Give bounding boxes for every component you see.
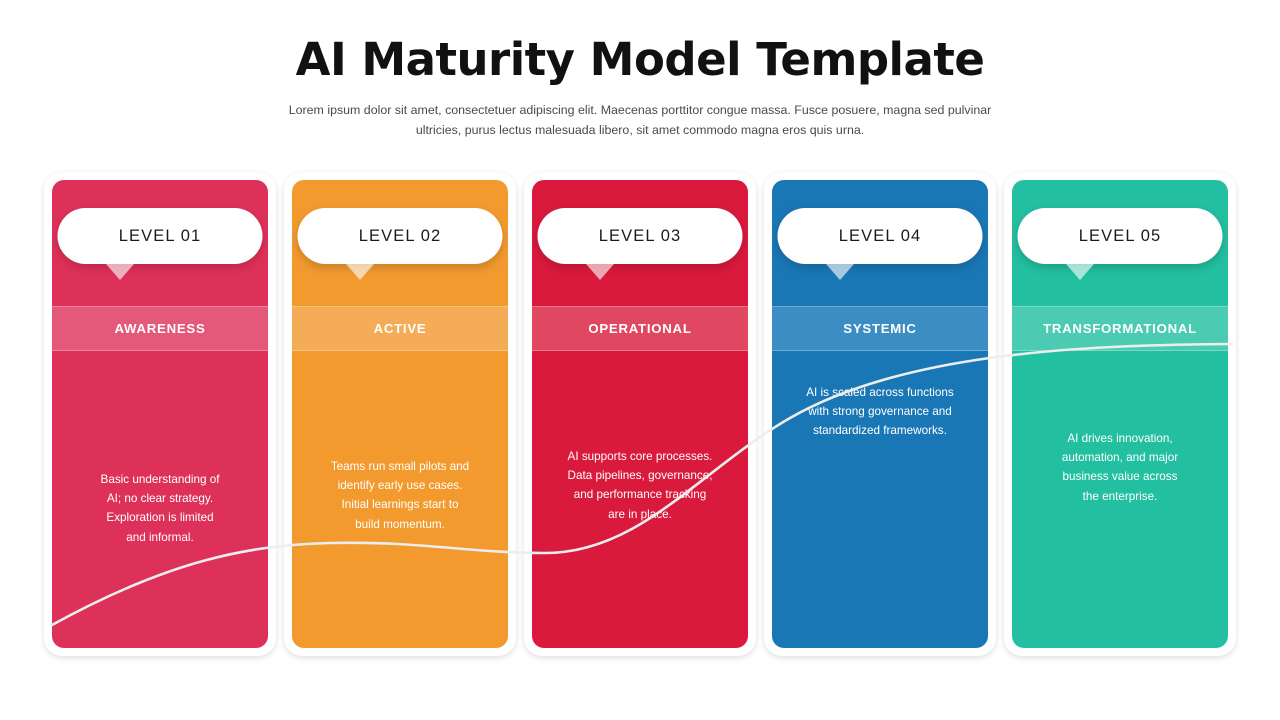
card-body: LEVEL 04 SYSTEMIC AI is scaled across func…	[772, 180, 988, 648]
card-top-zone: LEVEL 02	[292, 180, 508, 306]
level-pill-label: LEVEL 02	[358, 226, 442, 245]
card-top-zone: LEVEL 01	[52, 180, 268, 306]
level-pill-label: LEVEL 03	[598, 226, 682, 245]
card-body: LEVEL 05 TRANSFORMATIONAL AI drives innova…	[1012, 180, 1228, 648]
card-description-zone: AI is scaled across functions with stron…	[772, 351, 988, 648]
card-top-zone: LEVEL 05	[1012, 180, 1228, 306]
pill-pointer-icon	[826, 264, 854, 280]
maturity-card-1[interactable]: LEVEL 01 AWARENESS Basic understanding of …	[44, 172, 276, 656]
page-subtitle: Lorem ipsum dolor sit amet, consectetuer…	[288, 102, 992, 137]
stage-name-label: OPERATIONAL	[588, 321, 692, 336]
level-pill-label: LEVEL 04	[838, 226, 922, 245]
stage-name-band: TRANSFORMATIONAL	[1012, 306, 1228, 351]
card-description: AI is scaled across functions with stron…	[806, 386, 954, 438]
maturity-card-5[interactable]: LEVEL 05 TRANSFORMATIONAL AI drives innova…	[1004, 172, 1236, 656]
card-description-zone: AI supports core processes. Data pipelin…	[532, 351, 748, 648]
card-top-zone: LEVEL 04	[772, 180, 988, 306]
card-body: LEVEL 02 ACTIVE Teams run small pilots and…	[292, 180, 508, 648]
card-top-zone: LEVEL 03	[532, 180, 748, 306]
stage-name-band: ACTIVE	[292, 306, 508, 351]
stage-name-label: ACTIVE	[373, 321, 427, 336]
card-description-zone: Teams run small pilots and identify earl…	[292, 351, 508, 648]
level-pill[interactable]: LEVEL 05	[1017, 208, 1223, 264]
card-description: Basic understanding of AI; no clear stra…	[100, 473, 220, 544]
level-pill[interactable]: LEVEL 01	[57, 208, 263, 264]
level-pill[interactable]: LEVEL 03	[537, 208, 743, 264]
stage-name-label: AWARENESS	[114, 321, 206, 336]
stage-name-band: AWARENESS	[52, 306, 268, 351]
level-pill[interactable]: LEVEL 04	[777, 208, 983, 264]
pill-pointer-icon	[106, 264, 134, 280]
maturity-card-3[interactable]: LEVEL 03 OPERATIONAL AI supports core proc…	[524, 172, 756, 656]
stage-name-label: TRANSFORMATIONAL	[1043, 321, 1197, 336]
stage-name-label: SYSTEMIC	[843, 321, 917, 336]
pill-pointer-icon	[346, 264, 374, 280]
page-title: AI Maturity Model Template	[295, 33, 985, 86]
maturity-card-2[interactable]: LEVEL 02 ACTIVE Teams run small pilots and…	[284, 172, 516, 656]
pill-pointer-icon	[1066, 264, 1094, 280]
stage-name-band: OPERATIONAL	[532, 306, 748, 351]
maturity-card-4[interactable]: LEVEL 04 SYSTEMIC AI is scaled across func…	[764, 172, 996, 656]
pill-pointer-icon	[586, 264, 614, 280]
stage-name-band: SYSTEMIC	[772, 306, 988, 351]
level-pill-label: LEVEL 01	[118, 226, 202, 245]
card-description-zone: AI drives innovation, automation, and ma…	[1012, 351, 1228, 648]
card-description-zone: Basic understanding of AI; no clear stra…	[52, 351, 268, 648]
card-body: LEVEL 03 OPERATIONAL AI supports core proc…	[532, 180, 748, 648]
card-description: AI supports core processes. Data pipelin…	[567, 450, 713, 521]
card-description: AI drives innovation, automation, and ma…	[1061, 432, 1179, 503]
level-pill[interactable]: LEVEL 02	[297, 208, 503, 264]
card-description: Teams run small pilots and identify earl…	[330, 460, 470, 531]
card-body: LEVEL 01 AWARENESS Basic understanding of …	[52, 180, 268, 648]
level-pill-label: LEVEL 05	[1078, 226, 1162, 245]
slide-header: AI Maturity Model Template Lorem ipsum d…	[0, 34, 1280, 140]
maturity-level-cards: LEVEL 01 AWARENESS Basic understanding of …	[44, 172, 1236, 656]
